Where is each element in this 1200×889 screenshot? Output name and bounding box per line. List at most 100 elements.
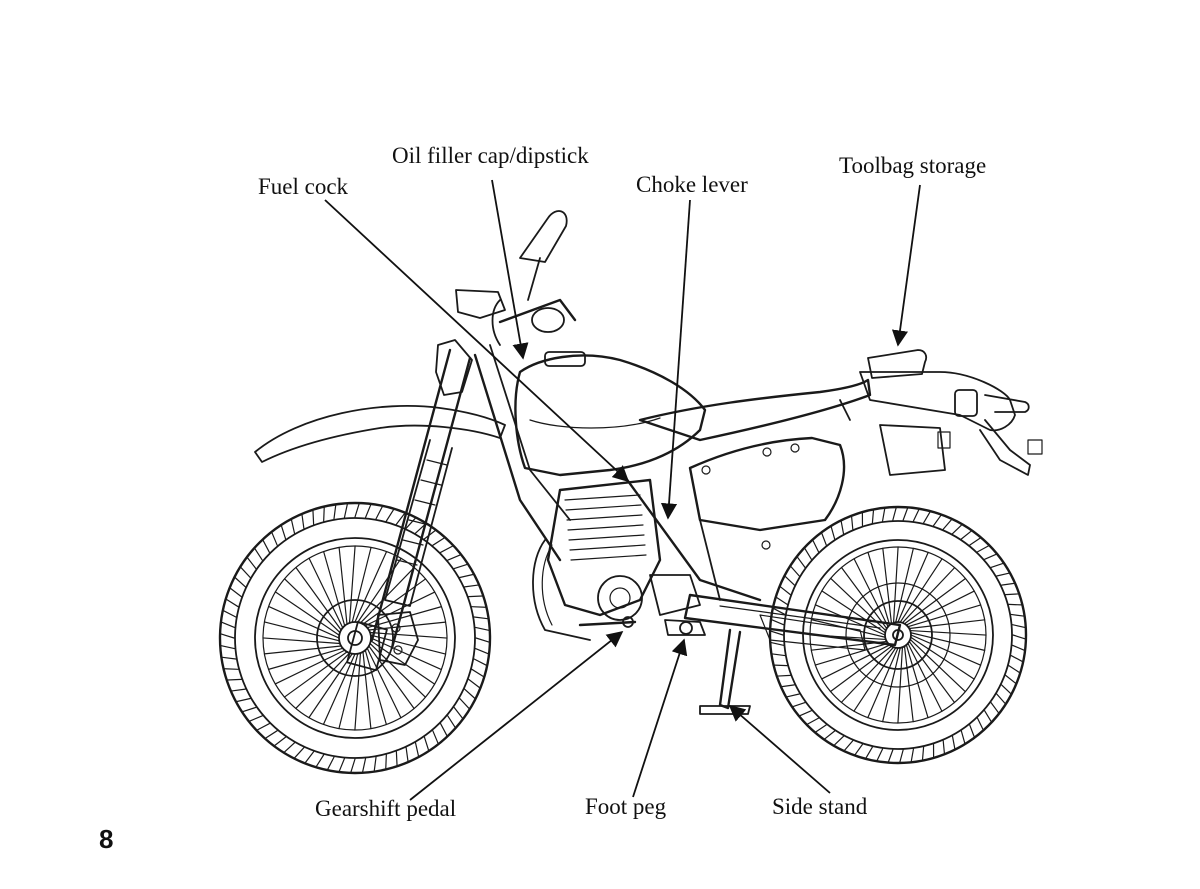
spoke [323, 550, 346, 627]
spoke [909, 638, 966, 693]
tire-knob [932, 514, 942, 527]
spoke [892, 546, 899, 624]
taillight [954, 389, 978, 417]
spoke [354, 550, 388, 623]
tire-knob [220, 633, 235, 639]
spoke [895, 547, 914, 623]
spoke [362, 651, 372, 730]
spoke [840, 646, 895, 703]
spoke [348, 545, 356, 624]
spoke [274, 591, 340, 636]
tire-knob [423, 736, 430, 751]
tire-knob [290, 519, 296, 534]
spoke [308, 653, 353, 719]
tire-knob [373, 756, 377, 772]
tire-knob [786, 693, 800, 698]
tire-knob [327, 756, 335, 770]
tire-knob [951, 524, 963, 535]
tire-knob [234, 577, 246, 588]
tire-knob [256, 722, 271, 731]
tire-knob [976, 545, 990, 553]
tire-knob [990, 562, 1004, 569]
label-side-stand: Side stand [772, 794, 868, 819]
tire-knob [240, 566, 251, 579]
spoke [903, 645, 914, 723]
spoke [814, 642, 889, 666]
spoke [853, 558, 889, 628]
label-toolbag: Toolbag storage [839, 153, 987, 178]
leader-choke [660, 199, 691, 520]
tire-knob [220, 645, 236, 650]
spoke [369, 631, 448, 639]
tire-knob [294, 747, 305, 759]
spoke [263, 621, 340, 642]
tire-knob [362, 757, 367, 773]
tire-knob [899, 749, 904, 763]
tire-knob [1010, 613, 1025, 617]
tire-knob [231, 688, 246, 692]
tire-knob [395, 751, 398, 766]
tire-knob [459, 573, 474, 579]
tire-knob [1008, 664, 1020, 674]
tire-knob [871, 509, 875, 524]
tire-knob [338, 757, 346, 772]
spoke [821, 590, 886, 634]
spoke [359, 566, 415, 624]
tire-knob [475, 637, 490, 643]
tire-knob [922, 511, 931, 524]
tire-knob [990, 701, 1000, 714]
spoke [322, 653, 356, 726]
label-choke-lever: Choke lever [636, 172, 748, 197]
spoke [267, 605, 340, 639]
tire-knob [343, 503, 348, 519]
spoke [368, 645, 415, 710]
tire-knob [375, 506, 383, 520]
spoke [899, 558, 943, 623]
tire-knob [912, 509, 920, 522]
tire-knob [976, 717, 984, 730]
tire-knob [229, 587, 242, 598]
tire-knob [996, 693, 1006, 704]
tire-knob [840, 520, 845, 535]
tire-knob [447, 554, 461, 561]
tire-knob [806, 717, 820, 725]
seat [638, 378, 872, 442]
label-foot-peg: Foot peg [585, 794, 667, 819]
tire-knob [221, 656, 237, 660]
tire-knob [804, 548, 812, 560]
tire-knob [969, 537, 981, 546]
tire-knob [432, 537, 445, 546]
tire-knob [364, 504, 372, 519]
tire-knob [865, 746, 874, 759]
tire-knob [473, 616, 489, 620]
spoke [867, 647, 899, 719]
tire-knob [770, 641, 785, 646]
spoke [882, 547, 893, 625]
spoke [366, 606, 443, 629]
tire-knob [265, 730, 278, 739]
tire-knob [459, 697, 470, 710]
spoke [283, 578, 341, 634]
tire-knob [960, 530, 972, 540]
leader-foot-peg [632, 638, 688, 798]
tire-knob [439, 545, 454, 554]
tire-knob [844, 740, 854, 751]
tire-knob [771, 619, 785, 626]
muffler [879, 424, 946, 476]
tire-knob [471, 606, 487, 608]
tire-knob [280, 525, 287, 540]
spoke [308, 557, 344, 629]
spoke [840, 566, 888, 630]
leader-gearshift [409, 630, 624, 801]
tire-knob [771, 653, 786, 657]
tire-knob [385, 754, 387, 770]
tire-knob [1010, 654, 1023, 663]
rear-fender [859, 371, 1016, 432]
spoke [867, 551, 891, 626]
spoke [903, 577, 967, 625]
tire-knob [432, 730, 439, 744]
tire-knob [854, 743, 864, 756]
spoke [295, 652, 351, 710]
leader-side-stand [728, 704, 831, 794]
tire-knob [1011, 644, 1025, 651]
